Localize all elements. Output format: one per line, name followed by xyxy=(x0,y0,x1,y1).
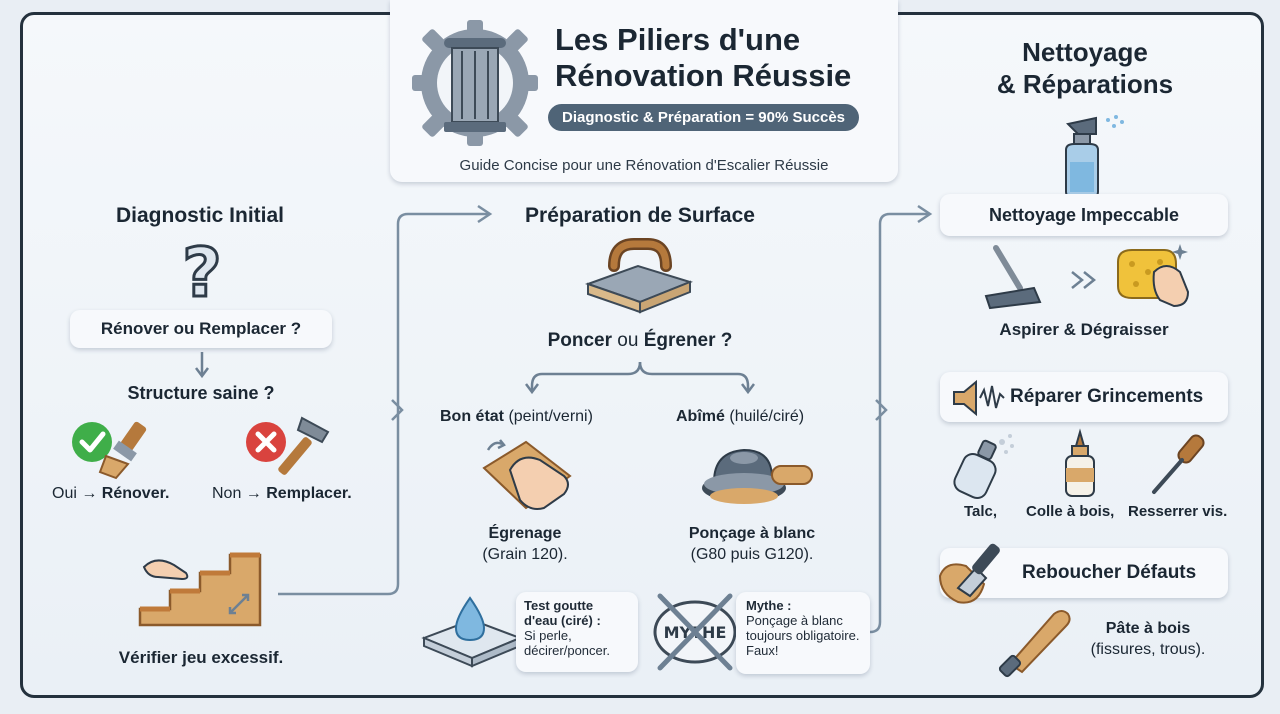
scuff-title: Égrenage xyxy=(488,525,562,542)
fill-card: Reboucher Défauts xyxy=(940,548,1228,598)
squeak-title: Réparer Grincements xyxy=(1010,386,1204,407)
screwdriver-icon xyxy=(1152,434,1205,494)
structure-question: Structure saine ? xyxy=(127,383,275,403)
damaged-bold: Abîmé xyxy=(676,408,725,425)
pillar-gear-icon xyxy=(412,20,538,146)
sandpaper-hand-icon xyxy=(482,439,572,510)
good-condition-bold: Bon état xyxy=(440,408,504,425)
double-chevron-icon xyxy=(1071,271,1097,289)
cleaning-title: Nettoyage & Réparations xyxy=(960,36,1210,100)
down-arrow-icon xyxy=(195,352,209,379)
sponge-hand-icon xyxy=(1117,244,1190,308)
speaker-icon xyxy=(953,379,1005,417)
orbital-sander-icon xyxy=(702,448,813,504)
branch-arrows xyxy=(525,361,755,395)
staircase-icon xyxy=(138,552,262,627)
sanding-block-icon xyxy=(584,238,694,314)
full-sand-result: Ponçage à blanc (G80 puis G120). xyxy=(662,525,842,564)
tool-screw: Resserrer vis. xyxy=(1128,503,1228,520)
svg-text:?: ? xyxy=(182,234,221,313)
fill-text: Pâte à bois (fissures, trous). xyxy=(1058,620,1238,659)
water-drop-icon xyxy=(421,596,523,668)
cleaning-title-line-2: & Réparations xyxy=(996,69,1174,99)
clean-title: Nettoyage Impeccable xyxy=(988,205,1180,225)
no-prefix: Non → xyxy=(212,485,262,502)
water-test-title: Test goutte d'eau (ciré) : xyxy=(524,598,601,628)
cleaning-title-line-1: Nettoyage xyxy=(1022,37,1148,67)
fill-text-2: (fissures, trous). xyxy=(1090,641,1206,658)
spray-bottle-icon xyxy=(1065,115,1124,197)
myth-card: Mythe : Ponçage à blanc toujours obligat… xyxy=(736,592,870,674)
full-sand-sub: (G80 puis G120). xyxy=(690,546,814,563)
good-condition-rest: (peint/verni) xyxy=(508,408,593,425)
fill-title: Reboucher Défauts xyxy=(1022,562,1197,583)
success-badge: Diagnostic & Préparation = 90% Succès xyxy=(548,104,860,131)
page-title-line-2: Rénovation Réussie xyxy=(555,58,852,93)
putty-knife-icon xyxy=(938,543,1000,604)
page-title-line-1: Les Piliers d'une xyxy=(555,22,801,57)
tool-glue: Colle à bois, xyxy=(1026,503,1115,520)
question-scuff: Égrener ? xyxy=(643,330,733,351)
tool-talc: Talc, xyxy=(964,503,998,520)
question-mark-icon: ? xyxy=(181,233,223,315)
diagnostic-title: Diagnostic Initial xyxy=(115,204,285,227)
cross-hammer-icon xyxy=(246,416,330,475)
damaged-label: Abîmé (huilé/ciré) xyxy=(676,408,856,426)
water-test-card: Test goutte d'eau (ciré) : Si perle, déc… xyxy=(516,592,638,672)
damaged-rest: (huilé/ciré) xyxy=(729,408,805,425)
sand-or-scuff-question: Poncer ou Égrener ? xyxy=(490,330,790,352)
question-or: ou xyxy=(617,330,639,351)
myth-text: Ponçage à blanc toujours obligatoire. Fa… xyxy=(746,613,860,658)
clean-card: Nettoyage Impeccable xyxy=(940,194,1228,236)
myth-crossed-icon: MYTHE xyxy=(653,593,737,671)
wood-paste-tube-icon xyxy=(998,610,1071,678)
clean-text: Aspirer & Dégraisser xyxy=(999,320,1169,339)
full-sand-title: Ponçage à blanc xyxy=(688,525,816,542)
question-sand: Poncer xyxy=(547,330,612,351)
renovate-or-replace-box: Rénover ou Remplacer ? xyxy=(70,310,332,348)
no-replace-label: Non → Remplacer. xyxy=(212,485,382,503)
yes-action: Rénover. xyxy=(101,485,170,502)
check-brush-icon xyxy=(72,421,147,480)
no-action: Remplacer. xyxy=(266,485,352,502)
check-play-label: Vérifier jeu excessif. xyxy=(118,648,284,667)
yes-prefix: Oui → xyxy=(52,485,98,502)
glue-bottle-icon xyxy=(1065,428,1095,497)
page-subtitle: Guide Concise pour une Rénovation d'Esca… xyxy=(459,157,829,174)
yes-renovate-label: Oui → Rénover. xyxy=(52,485,192,503)
renovate-or-replace-label: Rénover ou Remplacer ? xyxy=(100,319,302,338)
squeak-card: Réparer Grincements xyxy=(940,372,1228,422)
scuff-result: Égrenage (Grain 120). xyxy=(440,525,610,564)
water-test-text: Si perle, décirer/poncer. xyxy=(524,628,610,658)
scuff-sub: (Grain 120). xyxy=(482,546,568,563)
preparation-title: Préparation de Surface xyxy=(525,204,755,227)
page-title: Les Piliers d'une Rénovation Réussie xyxy=(555,22,885,94)
myth-title: Mythe : xyxy=(746,598,792,613)
fill-text-1: Pâte à bois xyxy=(1105,620,1191,637)
vacuum-icon xyxy=(984,245,1042,310)
talc-bottle-icon xyxy=(953,434,1014,500)
good-condition-label: Bon état (peint/verni) xyxy=(440,408,640,426)
